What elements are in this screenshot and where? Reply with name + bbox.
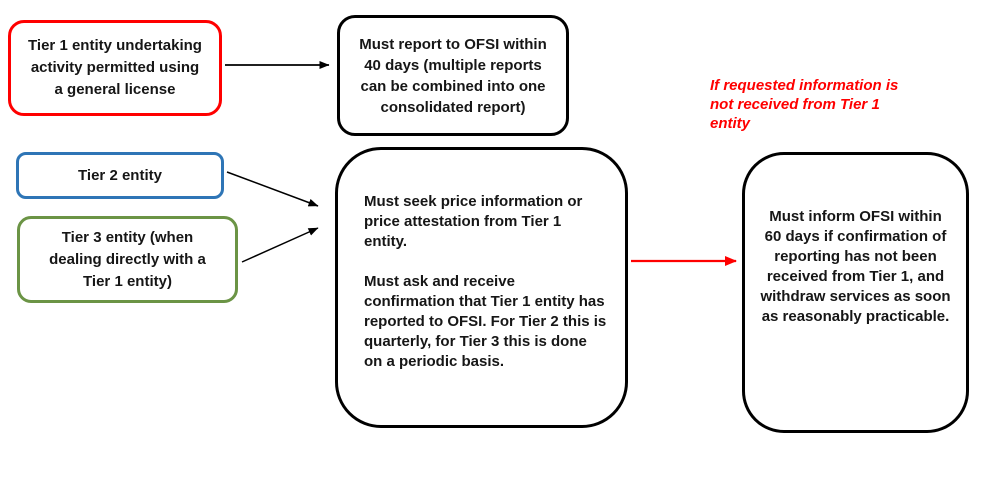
node-report-40-days: Must report to OFSI within 40 days (mult…	[337, 15, 569, 136]
node-seek-paragraph-2: Must ask and receive confirmation that T…	[364, 273, 607, 370]
annotation-if-not-received: If requested information is not received…	[710, 77, 899, 132]
node-report-40-days-label: Must report to OFSI within 40 days (mult…	[359, 35, 547, 116]
node-tier2-label: Tier 2 entity	[78, 166, 162, 184]
node-tier3-label: Tier 3 entity (when dealing directly wit…	[49, 228, 206, 290]
node-inform-60-days-label: Must inform OFSI within 60 days if confi…	[760, 208, 951, 325]
arrow-tier3-to-seek	[241, 227, 319, 263]
node-tier1-entity: Tier 1 entity undertaking activity permi…	[8, 20, 222, 116]
node-tier1-label: Tier 1 entity undertaking activity permi…	[28, 37, 202, 98]
node-inform-60-days: Must inform OFSI within 60 days if confi…	[742, 152, 969, 433]
node-tier3-entity: Tier 3 entity (when dealing directly wit…	[17, 216, 238, 303]
arrow-tier2-to-seek	[226, 171, 319, 207]
node-seek-price-confirmation: Must seek price information or price att…	[335, 147, 628, 428]
node-seek-paragraph-1: Must seek price information or price att…	[364, 193, 583, 250]
node-tier2-entity: Tier 2 entity	[16, 152, 224, 199]
